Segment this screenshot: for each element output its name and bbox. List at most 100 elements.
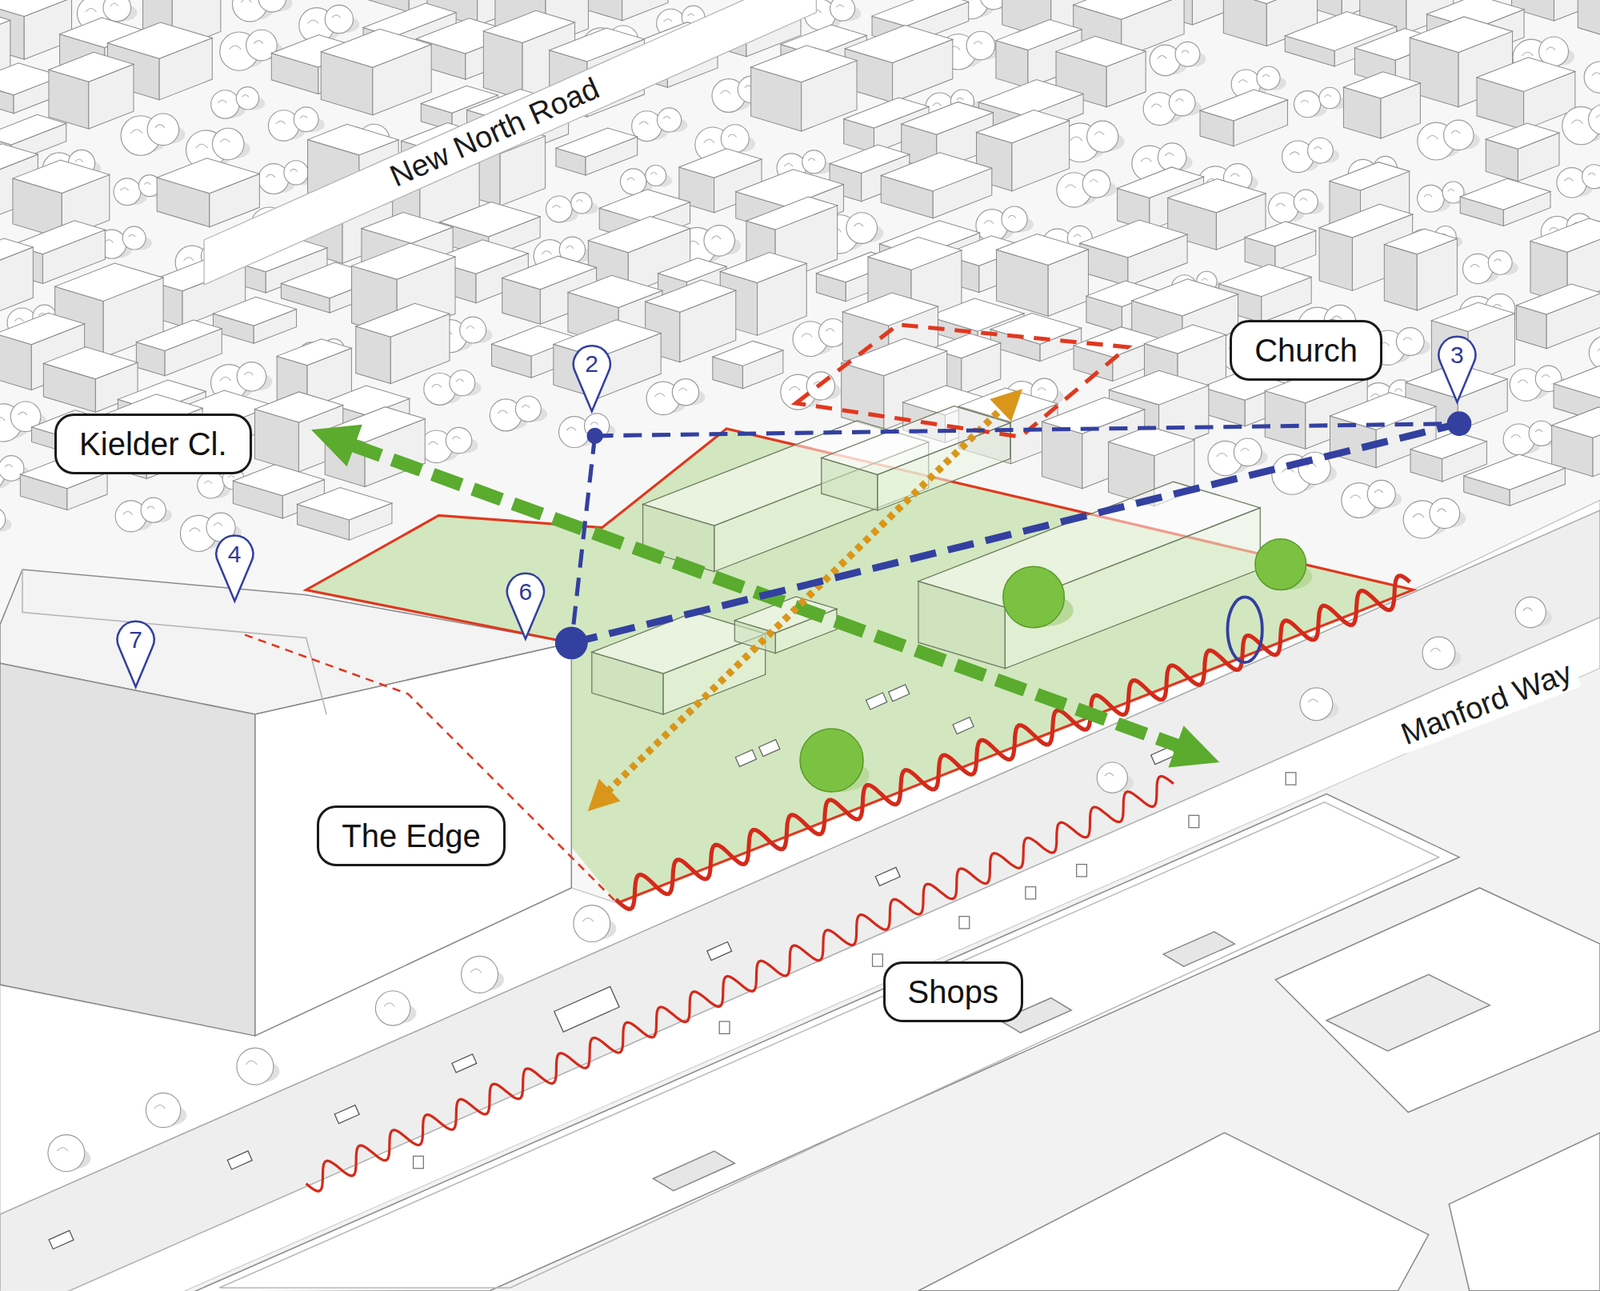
- tree-symbol: [236, 362, 272, 392]
- tree-detail: [1140, 158, 1152, 162]
- tree-symbol: [1233, 438, 1268, 467]
- callout-number: 2: [584, 350, 599, 377]
- tree-symbol: [1584, 61, 1600, 93]
- tree-detail: [245, 1060, 257, 1065]
- building-roof: [1552, 407, 1600, 438]
- tree-detail: [1181, 50, 1189, 53]
- tree-crown: [324, 4, 353, 33]
- tree-detail: [712, 236, 722, 240]
- building-side: [1384, 244, 1417, 311]
- tree-detail: [704, 139, 715, 143]
- bollard: [959, 916, 970, 929]
- building-roof: [1319, 204, 1413, 238]
- building-roof: [0, 312, 85, 344]
- tree-crown: [1422, 636, 1456, 670]
- tree-crown: [802, 150, 826, 174]
- tree-detail: [1262, 74, 1270, 77]
- neighbourhood-blocks: [0, 0, 1600, 552]
- tree-detail: [1494, 259, 1502, 262]
- tree-crown: [545, 196, 572, 223]
- noise-wave: [616, 576, 1411, 909]
- noise-lines: [306, 576, 1411, 1192]
- tree-crown: [375, 991, 410, 1026]
- tree-detail: [332, 15, 341, 19]
- tree-detail: [1238, 80, 1248, 84]
- future-plot-outline: [796, 324, 1128, 437]
- tree-detail: [470, 968, 482, 973]
- pin: [117, 621, 155, 688]
- callout-number: 6: [518, 578, 532, 605]
- building-roof: [746, 196, 838, 230]
- tree-crown: [1319, 87, 1341, 109]
- building-roof: [588, 216, 690, 253]
- building-roof: [736, 169, 844, 208]
- tree-crown: [515, 396, 541, 422]
- tree-detail: [854, 223, 864, 227]
- view-line: [595, 424, 1460, 436]
- tree-detail: [1517, 380, 1528, 384]
- roof-plant: [1163, 932, 1235, 967]
- tree-detail: [300, 116, 308, 119]
- tree-crown: [1556, 168, 1588, 199]
- place-label-box: Shops: [883, 961, 1024, 1023]
- building-roof: [1384, 228, 1457, 255]
- shop-roof: [1448, 1132, 1600, 1291]
- tree-detail: [276, 120, 286, 124]
- tree-detail: [1546, 47, 1556, 51]
- building-roof: [1073, 0, 1184, 20]
- tree-detail: [663, 116, 671, 119]
- building-roof: [658, 257, 727, 282]
- tree-symbol: [445, 427, 478, 453]
- tree-detail: [1332, 316, 1342, 320]
- tree-detail: [220, 139, 230, 143]
- building-block: [136, 320, 222, 376]
- tree-crown: [645, 164, 667, 186]
- tree-detail: [1511, 435, 1521, 439]
- tree-symbol: [645, 164, 673, 187]
- tree-detail: [130, 129, 143, 134]
- place-name: The Edge: [341, 818, 480, 854]
- tree-symbol: [461, 956, 505, 993]
- tree-symbol: [1256, 66, 1287, 91]
- tree-crown: [672, 379, 699, 406]
- tree-detail: [220, 377, 232, 382]
- tree: [800, 728, 864, 792]
- tree-detail: [1276, 203, 1285, 207]
- tree-symbol: [1582, 164, 1600, 189]
- tree-detail: [452, 436, 460, 440]
- tree-crown: [258, 164, 289, 195]
- tree-detail: [836, 4, 844, 8]
- tree-detail: [213, 523, 223, 527]
- tree-detail: [1300, 100, 1309, 103]
- building-block: [1516, 284, 1600, 349]
- building-roof: [254, 392, 343, 423]
- tree-detail: [1424, 194, 1432, 197]
- tree-detail: [590, 422, 598, 425]
- building-block: [297, 488, 392, 541]
- arrowhead: [1168, 725, 1220, 768]
- tree-detail: [1592, 72, 1600, 76]
- tree-detail: [1403, 337, 1412, 340]
- building-roof: [679, 148, 762, 178]
- tree-symbol: [1300, 688, 1339, 721]
- building-roof: [276, 339, 352, 366]
- tree-crown: [1294, 91, 1321, 118]
- building-roof: [0, 114, 67, 145]
- tree-crown: [1001, 206, 1028, 232]
- building-side: [1577, 0, 1600, 41]
- arrowhead: [311, 424, 363, 467]
- tree-symbol: [1293, 189, 1324, 214]
- tree-crown: [460, 316, 487, 344]
- tree-crown: [48, 1135, 85, 1172]
- building-roof: [156, 158, 260, 194]
- tree-detail: [687, 13, 695, 16]
- building-block: [1384, 228, 1457, 311]
- tree-crown: [620, 168, 646, 195]
- building-roof: [553, 320, 661, 358]
- tree-symbol: [1096, 762, 1134, 793]
- tree-symbol: [0, 508, 12, 532]
- building-block: [844, 24, 953, 102]
- car: [227, 1151, 252, 1170]
- tree-detail: [576, 200, 583, 203]
- building-block: [1200, 89, 1288, 147]
